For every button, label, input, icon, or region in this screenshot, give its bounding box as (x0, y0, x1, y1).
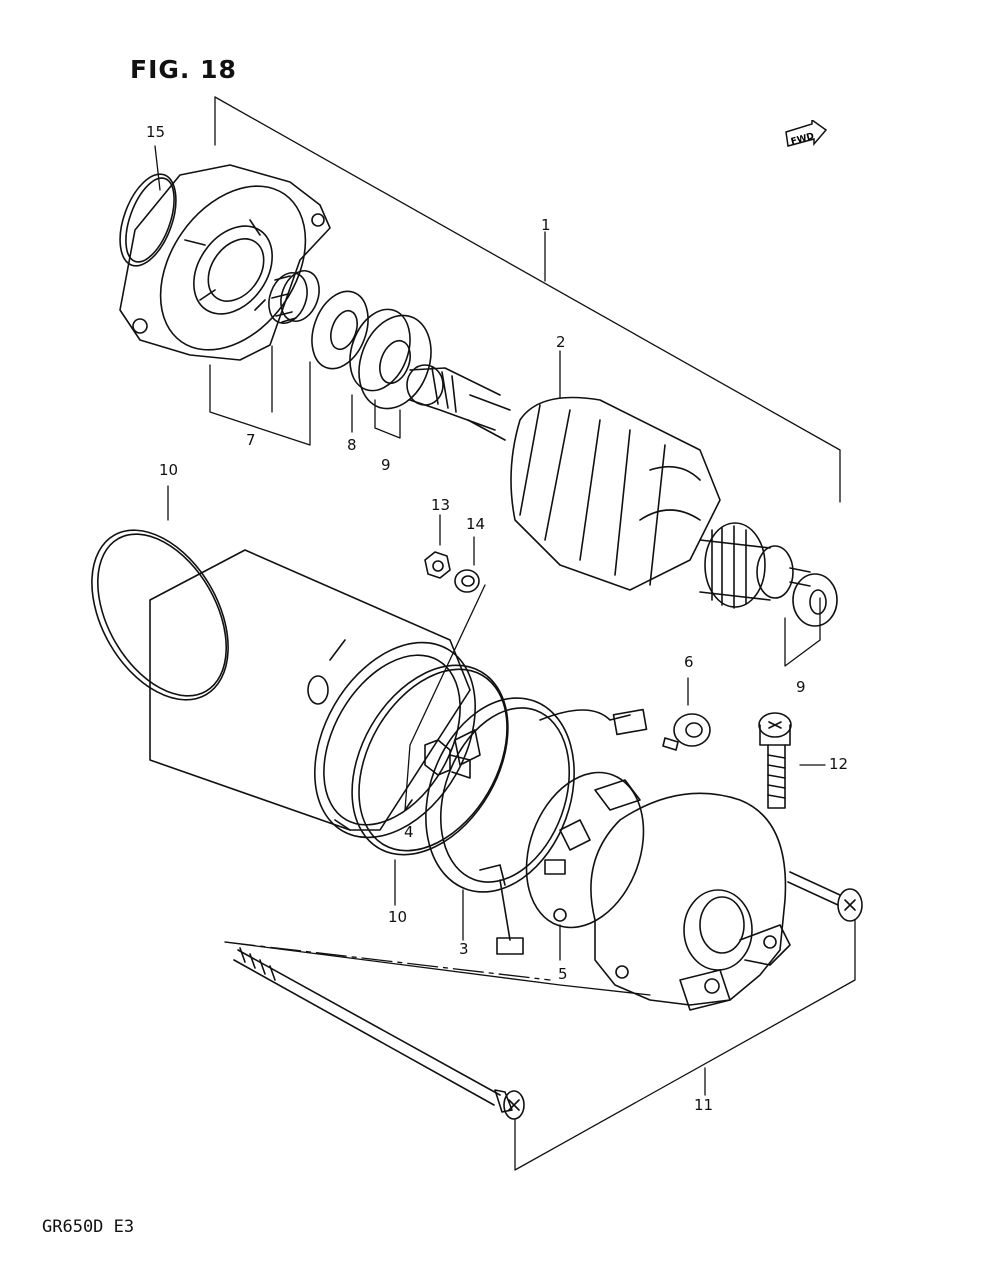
callout-11: 11 (694, 1096, 714, 1114)
callout-3: 3 (459, 940, 469, 958)
o-ring-15 (119, 173, 177, 267)
washer-14 (454, 569, 480, 593)
callout-2: 2 (556, 333, 566, 351)
front-housing (119, 164, 331, 361)
armature-2 (406, 364, 811, 609)
callout-10-top: 10 (159, 461, 179, 479)
callout-5: 5 (558, 965, 568, 983)
oil-seal-8 (311, 290, 369, 370)
o-ring-10-bottom (351, 664, 509, 856)
callout-15: 15 (146, 123, 166, 141)
callout-1: 1 (541, 216, 551, 234)
callout-6: 6 (684, 653, 694, 671)
o-ring-10-top (91, 529, 229, 701)
washer-set-9-front (349, 308, 432, 410)
figure-title: FIG. 18 (130, 55, 237, 84)
through-bolt-11 (233, 947, 525, 1120)
brush-plate-5 (525, 771, 645, 929)
callout-9-rear: 9 (796, 678, 806, 696)
bearing-7 (268, 270, 320, 324)
callout-4: 4 (404, 823, 414, 841)
callout-12: 12 (829, 755, 849, 773)
nut-13 (424, 551, 451, 579)
leader-lines (154, 96, 856, 1171)
fwd-arrow-icon: FWD (785, 120, 828, 147)
rear-cover (590, 792, 791, 1011)
model-code: GR650D E3 (42, 1217, 135, 1237)
callout-13: 13 (431, 496, 451, 514)
callout-7: 7 (246, 431, 256, 449)
callout-9-front: 9 (381, 456, 391, 474)
brush-6 (662, 713, 711, 751)
screw-11-right (787, 871, 863, 922)
screw-12 (758, 712, 792, 809)
callout-8: 8 (347, 436, 357, 454)
callout-10-bottom: 10 (388, 908, 408, 926)
brush-holder-3 (425, 697, 648, 955)
yoke-housing (149, 549, 476, 839)
callout-14: 14 (466, 515, 486, 533)
washer-9-rear (792, 573, 838, 627)
